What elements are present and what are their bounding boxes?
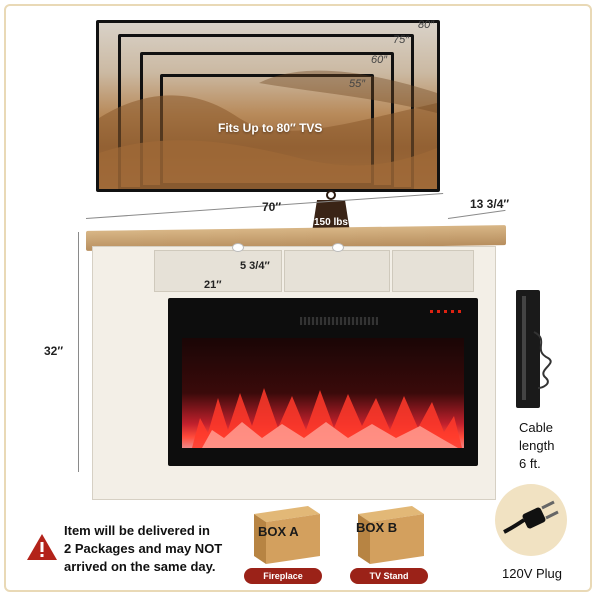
weight-icon <box>312 190 350 232</box>
box-a-icon <box>254 506 320 564</box>
tv-size-80-label: 80″ <box>418 19 435 31</box>
fits-up-to-text: Fits Up to 80″ TVS <box>218 121 323 135</box>
fireplace-flame-window <box>182 338 464 448</box>
width-dimension-label: 70″ <box>262 200 282 214</box>
delivery-warning-line3: arrived on the same day. <box>64 559 216 574</box>
cable-hole-left <box>232 243 244 252</box>
power-plug-icon <box>503 500 559 534</box>
delivery-warning-line2: 2 Packages and may NOT <box>64 541 223 556</box>
weight-label: 150 lbs <box>314 217 348 228</box>
fireplace-vent <box>300 317 378 325</box>
cable-length-line1: Cable <box>519 420 553 435</box>
tv-size-75-label: 75″ <box>393 34 410 46</box>
desert-dunes-icon <box>99 70 437 189</box>
fireplace-tag: Fireplace <box>244 568 322 584</box>
side-vent-strip <box>522 296 526 400</box>
tv-stand-tag: TV Stand <box>350 568 428 584</box>
right-shelf <box>392 250 474 292</box>
plug-label: 120V Plug <box>502 566 562 581</box>
middle-shelf <box>284 250 390 292</box>
cable-hole-right <box>332 243 344 252</box>
box-a-label: BOX A <box>258 524 299 539</box>
fireplace-insert <box>168 298 478 466</box>
box-b-icon <box>358 506 424 564</box>
cable-length-line3: 6 ft. <box>519 456 541 471</box>
power-cable-coil-icon <box>533 331 552 389</box>
image-frame <box>4 4 592 592</box>
shelf-height-label: 5 3/4″ <box>240 260 270 272</box>
fireplace-side-view <box>516 290 540 408</box>
tv-size-60-label: 60″ <box>371 54 388 66</box>
shelf-width-label: 21″ <box>204 279 222 291</box>
tv-size-55-label: 55″ <box>349 78 366 90</box>
height-dimension-line <box>78 232 79 472</box>
cabinet-base <box>140 470 462 494</box>
box-b-label: BOX B <box>356 520 398 535</box>
flames-icon <box>192 388 462 448</box>
depth-dimension-label: 13 3/4″ <box>470 197 510 211</box>
left-shelf <box>154 250 282 292</box>
delivery-warning-line1: Item will be delivered in <box>64 523 210 538</box>
fireplace-control-lights <box>430 310 464 313</box>
warning-icon <box>27 534 57 560</box>
height-dimension-label: 32″ <box>44 344 64 358</box>
cable-length-line2: length <box>519 438 555 453</box>
